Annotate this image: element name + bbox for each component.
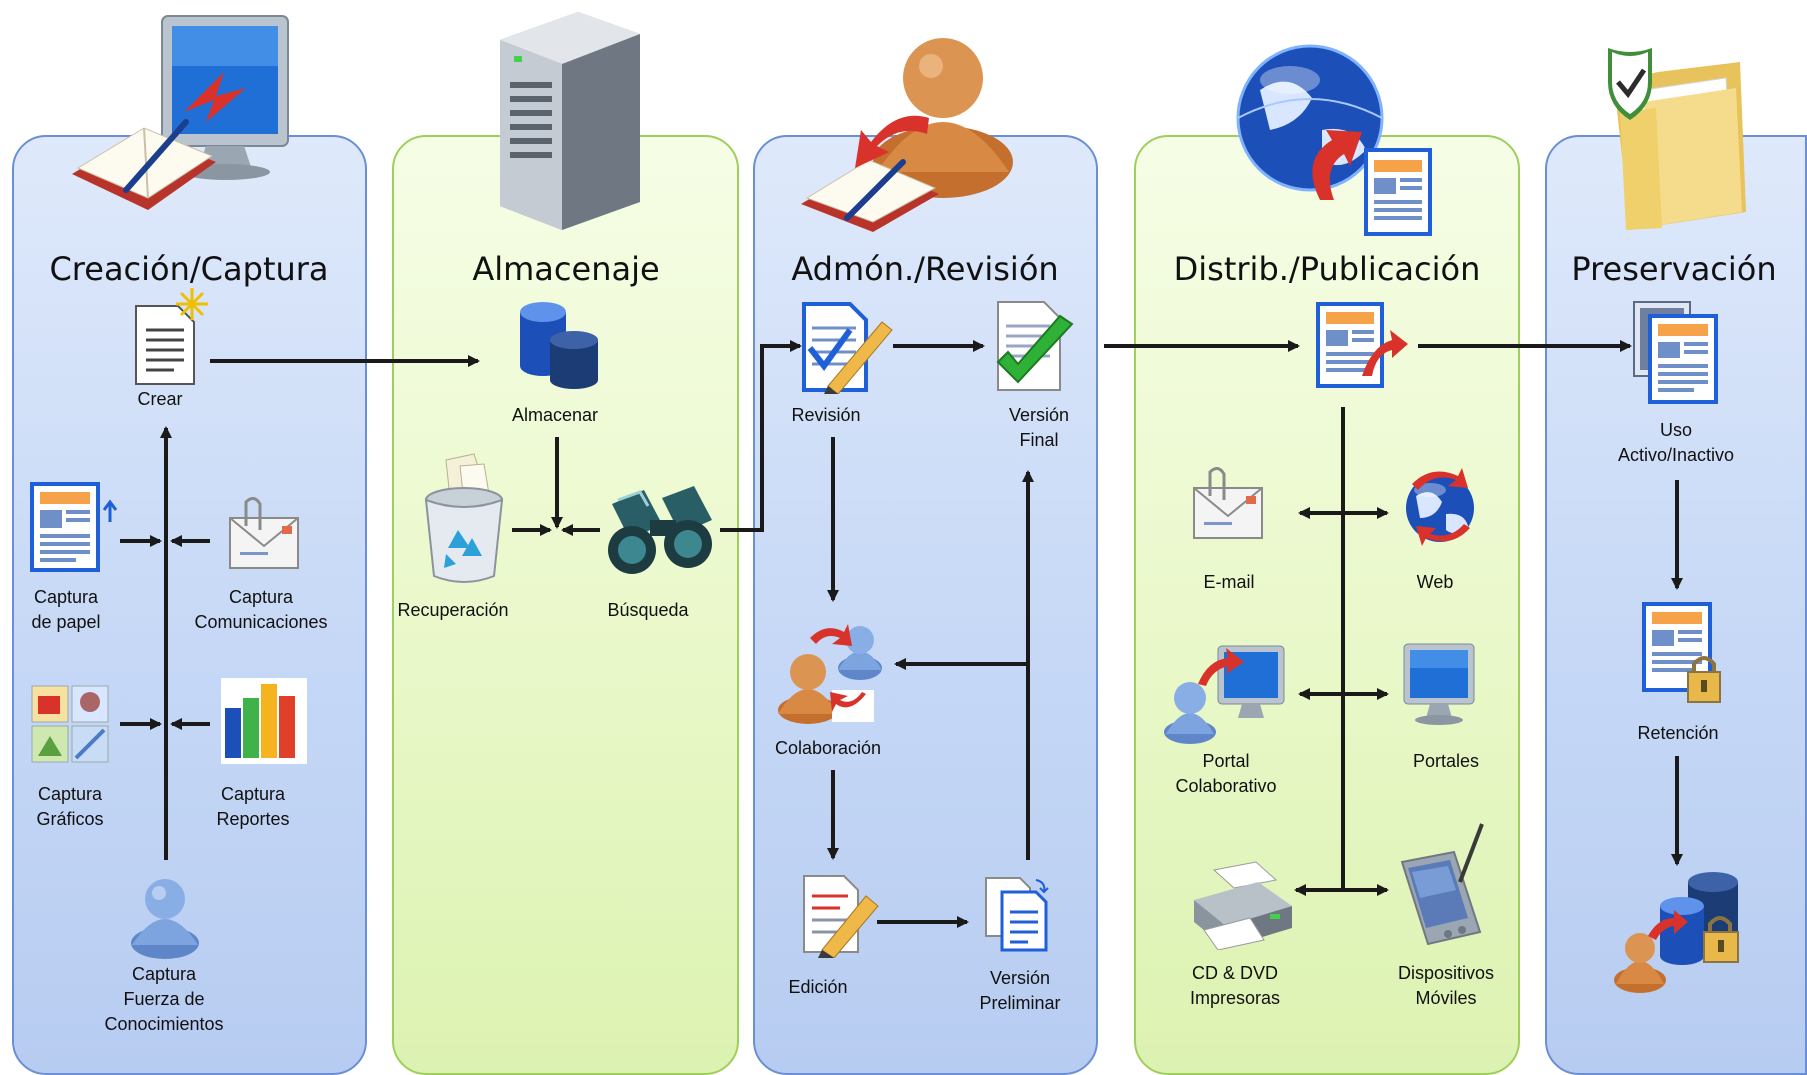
person-book-icon xyxy=(797,22,1027,232)
binoculars-icon xyxy=(604,484,720,580)
recycle-bin-icon xyxy=(420,452,506,586)
person-icon xyxy=(128,873,202,959)
printer-icon xyxy=(1190,860,1296,951)
email-envelope-icon xyxy=(226,496,302,572)
review-document-pen-icon xyxy=(800,300,894,395)
locked-document-icon xyxy=(1640,600,1730,710)
edit-document-icon xyxy=(800,872,880,959)
title-creacion-captura: Creación/Captura xyxy=(49,250,329,288)
graphics-capture-icon xyxy=(30,684,112,766)
folder-shield-icon xyxy=(1600,42,1750,232)
label-retencion: Retención xyxy=(1637,723,1719,743)
bar-chart-icon xyxy=(221,678,307,764)
final-version-check-icon xyxy=(994,300,1076,392)
computer-book-icon xyxy=(66,12,306,227)
monitor-icon xyxy=(1400,642,1478,726)
database-icon xyxy=(516,300,602,390)
label-web: Web xyxy=(1416,572,1454,592)
label-colaboracion: Colaboración xyxy=(774,738,882,758)
label-recuperacion: Recuperación xyxy=(397,600,509,620)
new-document-icon xyxy=(134,286,212,386)
publish-document-icon xyxy=(1314,300,1408,390)
label-almacenar: Almacenar xyxy=(511,405,599,425)
stacked-documents-icon xyxy=(1632,300,1722,406)
label-edicion: Edición xyxy=(788,977,848,997)
collaboration-people-icon xyxy=(774,620,884,726)
column-creacion-captura xyxy=(12,135,367,1075)
preliminary-version-icon xyxy=(984,876,1056,952)
server-icon xyxy=(494,6,646,232)
column-almacenaje xyxy=(392,135,739,1075)
archive-database-lock-icon xyxy=(1612,872,1748,996)
paper-capture-icon xyxy=(30,482,120,574)
label-crear: Crear xyxy=(137,389,183,409)
label-busqueda: Búsqueda xyxy=(607,600,689,620)
label-revision: Revisión xyxy=(791,405,861,425)
email-icon xyxy=(1190,466,1266,542)
arrow-busqueda-revision xyxy=(720,340,802,532)
mobile-device-icon xyxy=(1396,822,1488,946)
title-distrib-publicacion: Distrib./Publicación xyxy=(1173,250,1481,288)
title-admon-revision: Admón./Revisión xyxy=(791,250,1059,288)
globe-document-icon xyxy=(1230,40,1435,240)
title-preservacion: Preservación xyxy=(1571,250,1777,288)
collaborative-portal-icon xyxy=(1162,642,1288,744)
label-email: E-mail xyxy=(1203,572,1255,592)
label-portales: Portales xyxy=(1412,751,1480,771)
title-almacenaje: Almacenaje xyxy=(472,250,660,288)
web-globe-icon xyxy=(1402,466,1480,546)
